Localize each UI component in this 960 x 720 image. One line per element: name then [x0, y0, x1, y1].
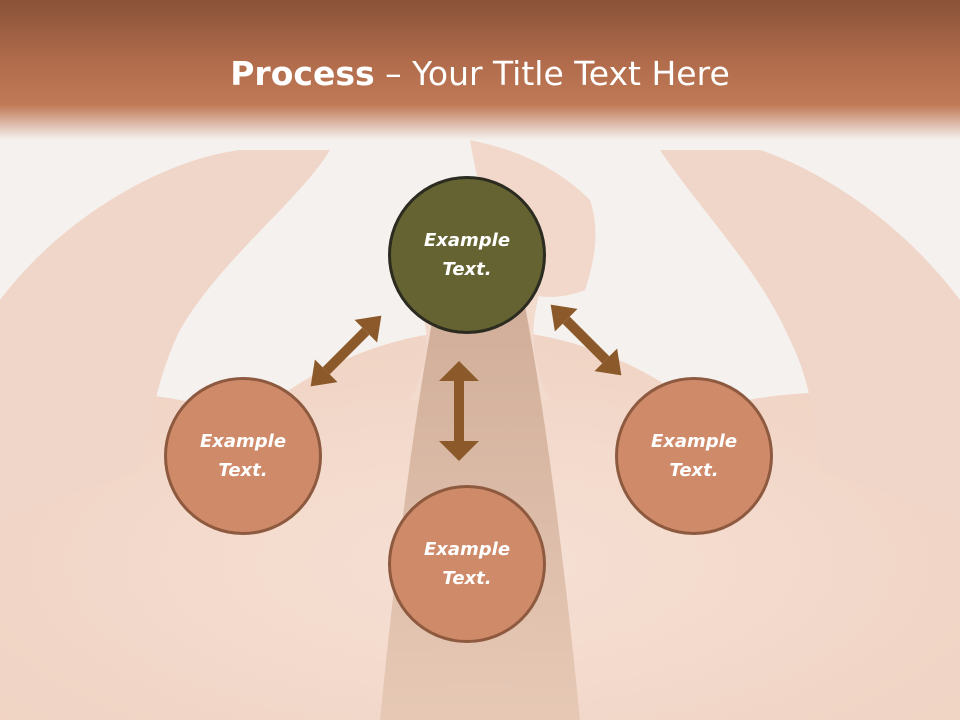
title-rest: – Your Title Text Here [385, 54, 730, 93]
title-band [0, 0, 960, 140]
arrow-center-right [550, 304, 622, 376]
slide-title: Process – Your Title Text Here [0, 52, 960, 96]
title-bold: Process [230, 54, 375, 93]
arrow-center-left [310, 315, 382, 387]
arrow-center-bottom [439, 361, 479, 461]
